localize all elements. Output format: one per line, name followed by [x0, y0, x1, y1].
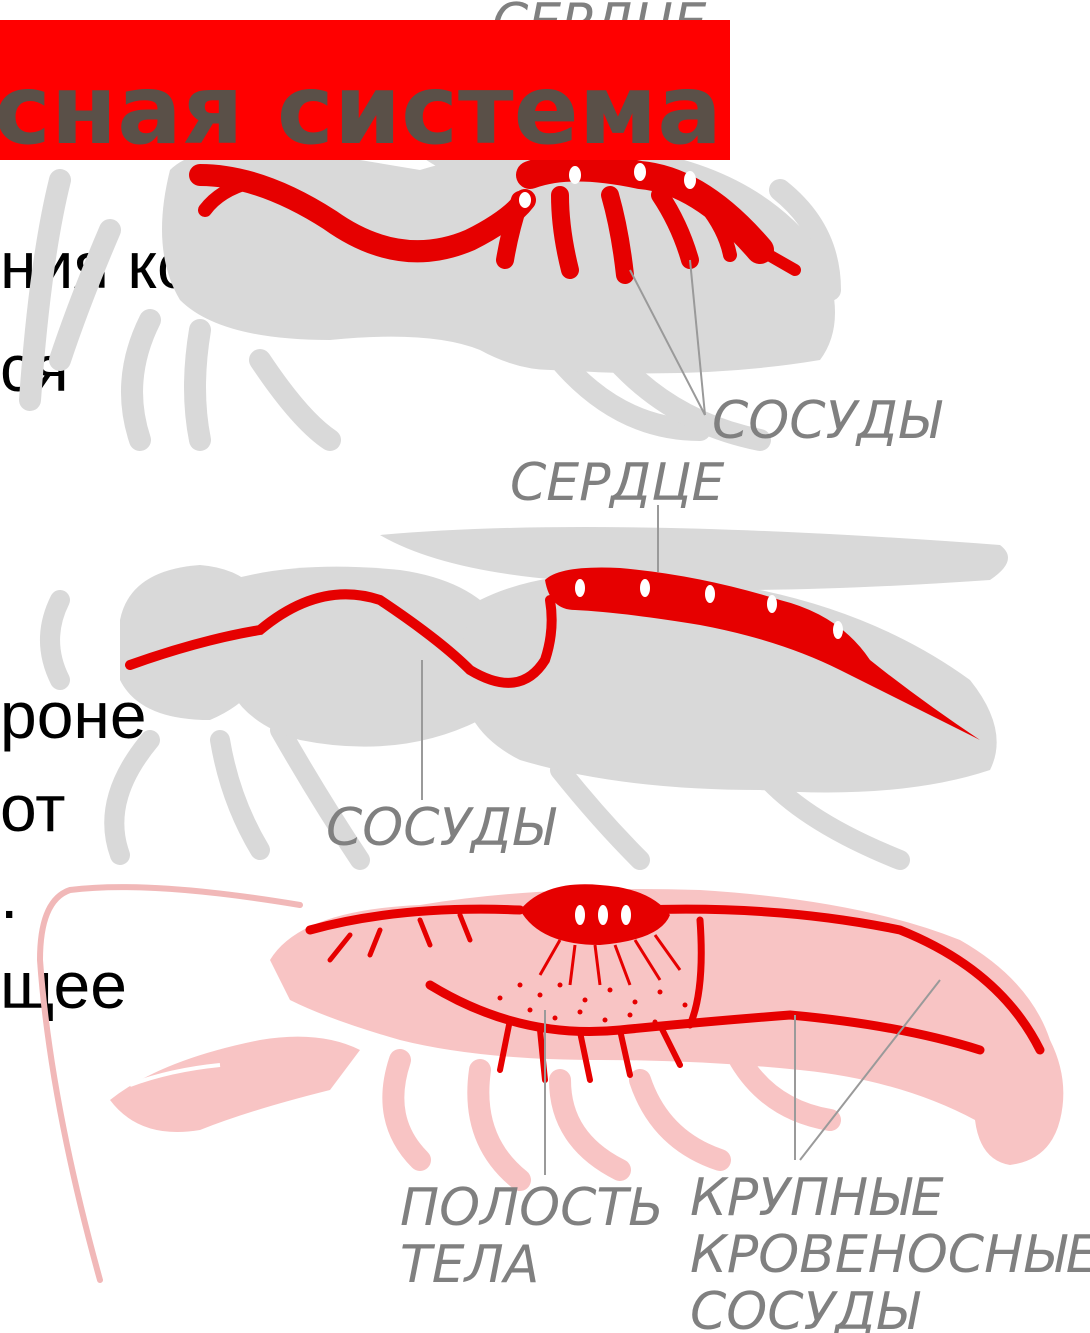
slide-title-bar: сная система [0, 20, 730, 160]
label-insect-vessels: СОСУДЫ [326, 798, 557, 858]
label-body-cavity-1: ПОЛОСТЬ [400, 1178, 664, 1238]
label-insect-heart: СЕРДЦЕ [510, 453, 725, 513]
label-large-vessels-2: КРОВЕНОСНЫЕ [690, 1225, 1090, 1285]
slide-title: сная система [0, 62, 722, 158]
label-large-vessels-1: КРУПНЫЕ [690, 1168, 944, 1228]
label-large-vessels-3: СОСУДЫ [690, 1282, 921, 1333]
label-spider-vessels: СОСУДЫ [712, 391, 943, 451]
crayfish-figure: ПОЛОСТЬ ТЕЛА КРУПНЫЕ КРОВЕНОСНЫЕ СОСУДЫ [40, 884, 1090, 1333]
label-body-cavity-2: ТЕЛА [400, 1235, 539, 1295]
spider-figure: СОСУДЫ [30, 120, 943, 451]
insect-figure: СЕРДЦЕ СОСУДЫ [50, 453, 1008, 860]
